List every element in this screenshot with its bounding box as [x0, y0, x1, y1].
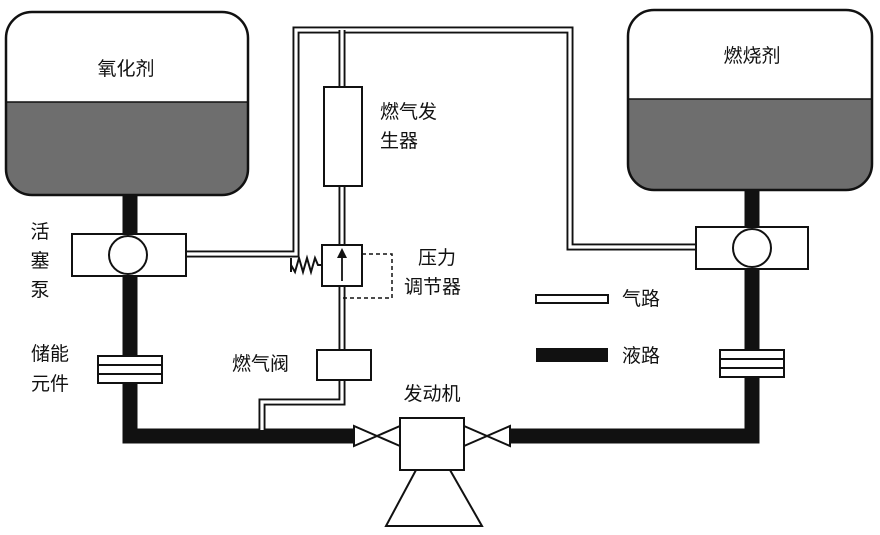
- fuel-liquid-level: [628, 99, 872, 190]
- engine: 发动机: [353, 383, 511, 527]
- svg-text:发动机: 发动机: [403, 383, 460, 405]
- fuel-tank-label: 燃烧剂: [723, 45, 780, 67]
- svg-text:生器: 生器: [380, 130, 418, 152]
- legend-gas-label: 气路: [622, 288, 660, 310]
- svg-text:调节器: 调节器: [404, 276, 461, 298]
- fuel-storage-element: [719, 349, 785, 378]
- gas-generator: 燃气发 生器: [323, 86, 437, 187]
- oxidizer-liquid-level: [6, 102, 248, 195]
- pressure-regulator: 压力 调节器: [290, 244, 461, 299]
- svg-text:元件: 元件: [31, 373, 69, 395]
- svg-text:燃气阀: 燃气阀: [232, 353, 289, 375]
- storage-element-label: 储能 元件: [31, 343, 69, 395]
- svg-text:燃气发: 燃气发: [380, 101, 437, 123]
- legend-liquid-swatch: [536, 348, 608, 362]
- svg-text:活: 活: [30, 221, 49, 243]
- fuel-piston-pump: [695, 226, 809, 270]
- legend-gas-swatch: [535, 294, 609, 304]
- oxidizer-tank-label: 氧化剂: [97, 58, 154, 80]
- oxidizer-tank: 氧化剂: [4, 10, 250, 197]
- oxidizer-storage-element: [97, 355, 163, 384]
- fuel-tank: 燃烧剂: [626, 8, 874, 192]
- svg-text:压力: 压力: [418, 247, 456, 269]
- legend-liquid-label: 液路: [622, 345, 660, 367]
- oxidizer-piston-pump: [71, 233, 187, 277]
- piston-pump-label: 活 塞 泵: [30, 221, 49, 301]
- svg-text:塞: 塞: [30, 250, 49, 272]
- legend: 气路 液路: [535, 288, 660, 367]
- gas-lines: [186, 26, 696, 430]
- gas-valve: 燃气阀: [232, 349, 372, 381]
- svg-text:储能: 储能: [31, 343, 69, 365]
- svg-text:泵: 泵: [30, 279, 49, 301]
